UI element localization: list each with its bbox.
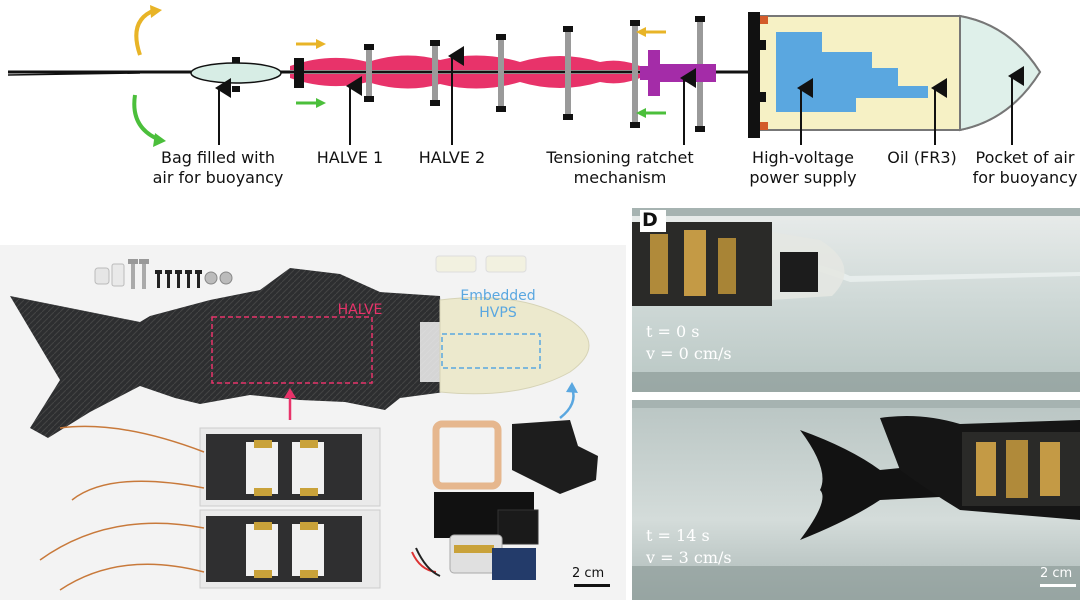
copper-wires <box>39 425 205 591</box>
halve-pouches <box>199 427 381 589</box>
label-hv-supply: High-voltage power supply <box>749 148 857 187</box>
halve-region <box>211 316 373 384</box>
gasket <box>432 420 502 490</box>
buoyancy-bag <box>190 62 282 84</box>
schematic-diagram <box>7 5 1042 147</box>
label-embedded-hvps: Embedded HVPS <box>460 288 536 321</box>
label-oil: Oil (FR3) <box>887 148 957 167</box>
panel-d-letter: D <box>642 209 658 231</box>
panel-d-frames <box>632 208 1080 600</box>
label-halve-photo: HALVE <box>337 302 383 318</box>
label-air-pocket: Pocket of air for buoyancy <box>972 148 1078 187</box>
frame2-velocity: v = 3 cm/s <box>646 548 732 567</box>
screws <box>94 259 233 289</box>
halve-actuators <box>290 55 640 89</box>
frame1-time: t = 0 s <box>646 322 700 341</box>
label-halve2: HALVE 2 <box>418 148 486 167</box>
components-photo <box>0 245 626 600</box>
frame1-velocity: v = 0 cm/s <box>646 344 732 363</box>
head-housing <box>512 420 598 494</box>
label-halve1: HALVE 1 <box>316 148 384 167</box>
scale-label-photo: 2 cm <box>572 566 605 581</box>
hvps-region <box>441 333 541 369</box>
label-ratchet: Tensioning ratchet mechanism <box>546 148 694 187</box>
spine-rod-tail <box>7 72 141 76</box>
hvps-block <box>776 32 928 112</box>
front-clamp <box>294 58 304 88</box>
ratchet-mechanism <box>640 50 716 96</box>
hvps-dome <box>439 297 590 395</box>
fish-body-plate <box>10 268 445 438</box>
label-bag: Bag filled with air for buoyancy <box>152 148 284 187</box>
head-capsule <box>748 12 1042 138</box>
robot-frame2-tail <box>800 430 960 540</box>
scale-label-d: 2 cm <box>1040 566 1073 581</box>
frame2-time: t = 14 s <box>646 526 710 545</box>
pointer-arrows <box>215 46 1024 145</box>
tail-arrow-down <box>132 94 161 142</box>
